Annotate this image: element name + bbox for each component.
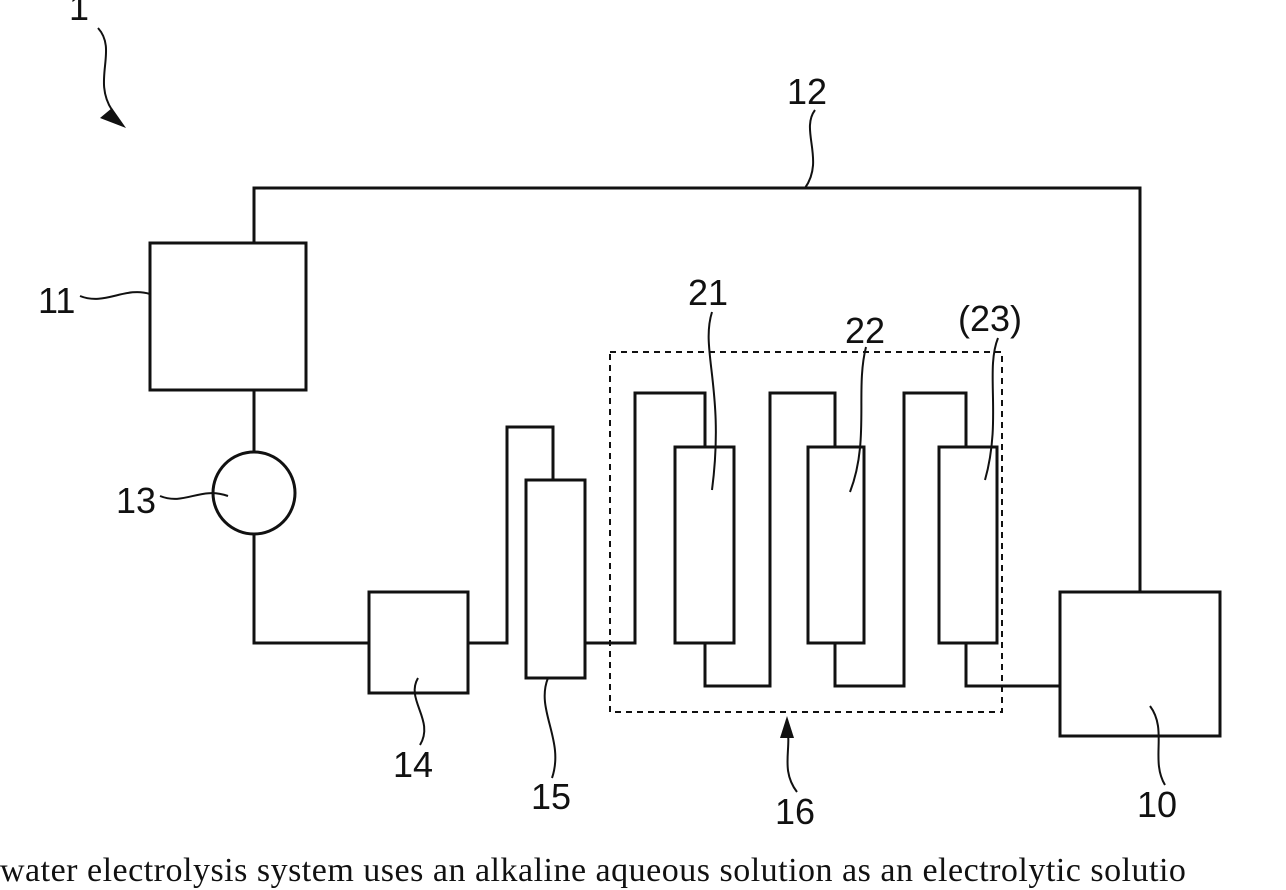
label-12: 12 [787, 71, 827, 112]
unit-11 [150, 243, 306, 390]
arrow-16-icon [780, 716, 794, 738]
caption-text: water electrolysis system uses an alkali… [0, 852, 1286, 890]
electrolytic-cell-21 [675, 447, 734, 643]
label-23: (23) [958, 298, 1022, 339]
label-22: 22 [845, 310, 885, 351]
label-system-1: 1 [69, 0, 89, 28]
leader-12 [805, 110, 815, 188]
label-21: 21 [688, 272, 728, 313]
label-14: 14 [393, 744, 433, 785]
label-10: 10 [1137, 784, 1177, 825]
label-13: 13 [116, 480, 156, 521]
label-11: 11 [38, 280, 75, 321]
label-16: 16 [775, 791, 815, 832]
leader-15 [545, 678, 556, 778]
pump-13 [213, 452, 295, 534]
leader-11 [80, 292, 150, 299]
tank-10 [1060, 592, 1220, 736]
unit-14 [369, 592, 468, 693]
pipe-13-to-14 [254, 534, 369, 643]
arrow-system-1-icon [100, 108, 126, 128]
unit-15 [526, 480, 585, 678]
label-15: 15 [531, 776, 571, 817]
pipe-23-to-10 [966, 643, 1060, 686]
electrolytic-cell-23 [939, 447, 997, 643]
leader-system-1 [98, 28, 112, 110]
